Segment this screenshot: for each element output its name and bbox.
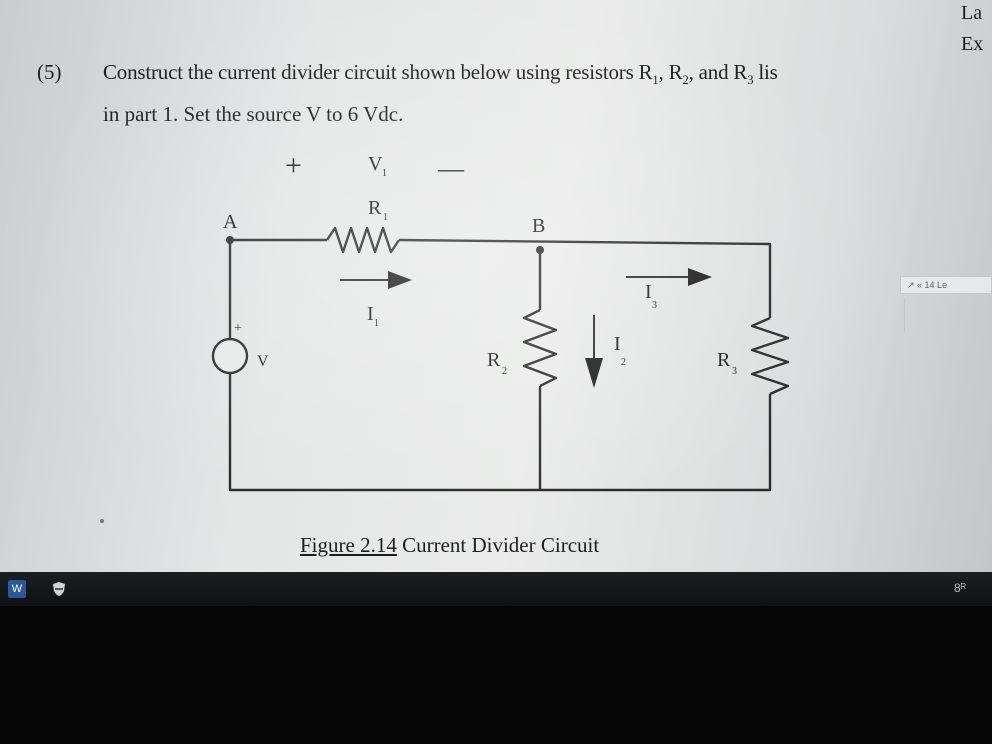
monitor-bezel: [0, 606, 992, 744]
side-panel-edge: [904, 298, 992, 332]
stray-dot: [100, 519, 104, 523]
question-sep-1: , R: [658, 60, 683, 84]
voltage-source: [211, 337, 249, 375]
word-app-icon[interactable]: W: [8, 580, 26, 598]
r1-label: R: [368, 197, 382, 219]
taskbar: W 8ᴿ: [0, 572, 992, 606]
question-line-2: in part 1. Set the source V to 6 Vdc.: [103, 102, 404, 126]
r2-label-subscript: 2: [502, 366, 507, 377]
arrow-i2: [585, 315, 603, 388]
corner-text-top: La: [961, 2, 983, 24]
source-label: V: [257, 353, 269, 370]
question-text-b: lis: [753, 60, 778, 84]
shield-icon[interactable]: [50, 580, 68, 598]
r3-label: R: [717, 349, 731, 371]
question-line-1: Construct the current divider circuit sh…: [103, 60, 778, 88]
resistor-r2: [522, 308, 558, 388]
side-toolbar[interactable]: ↗ « 14 Le: [900, 276, 992, 294]
i2-label: I: [614, 333, 621, 355]
corner-text-bottom: Ex: [961, 33, 984, 55]
node-b-label: B: [532, 215, 545, 237]
node-a-label: A: [223, 211, 238, 233]
i3-subscript: 3: [652, 300, 657, 311]
r2-label: R: [487, 349, 501, 371]
r3-subscript: 3: [747, 73, 754, 88]
figure-caption: Figure 2.14 Current Divider Circuit: [300, 533, 599, 558]
r1-subscript: 1: [652, 73, 659, 88]
resistor-r3: [750, 316, 790, 396]
r3-label-subscript: 3: [732, 366, 737, 377]
i2-subscript: 2: [621, 357, 626, 368]
v1-plus-sign: +: [285, 149, 302, 182]
wire-r3-bottom: [228, 373, 772, 492]
source-plus-sign: +: [234, 321, 242, 336]
v1-minus-sign: —: [437, 154, 465, 183]
node-a-dot: [226, 236, 234, 244]
question-number: (5): [37, 60, 62, 84]
v1-subscript: 1: [382, 168, 387, 179]
i1-subscript: 1: [374, 318, 379, 329]
resistor-r1: [326, 226, 400, 254]
figure-title: Current Divider Circuit: [402, 533, 600, 557]
i3-label: I: [645, 281, 652, 303]
i1-label: I: [367, 303, 374, 325]
current-divider-circuit: + V 1 — R 1 A B I 1 I 2 I 3 R 2 R 3 + V: [211, 149, 790, 492]
figure-number: Figure 2.14: [300, 533, 397, 557]
arrow-i3: [626, 268, 712, 286]
question-sep-2: , and R: [688, 60, 748, 84]
v1-label: V: [368, 153, 383, 175]
node-b-dot: [536, 246, 544, 254]
r2-subscript: 2: [682, 73, 689, 88]
document-screen: La Ex (5) Construct the current divider …: [0, 0, 992, 572]
arrow-i1: [340, 271, 412, 289]
wire-top-right: [398, 238, 772, 318]
r1-label-subscript: 1: [383, 212, 388, 223]
question-text-a: Construct the current divider circuit sh…: [103, 60, 653, 84]
people-icon[interactable]: 8ᴿ: [954, 581, 967, 595]
